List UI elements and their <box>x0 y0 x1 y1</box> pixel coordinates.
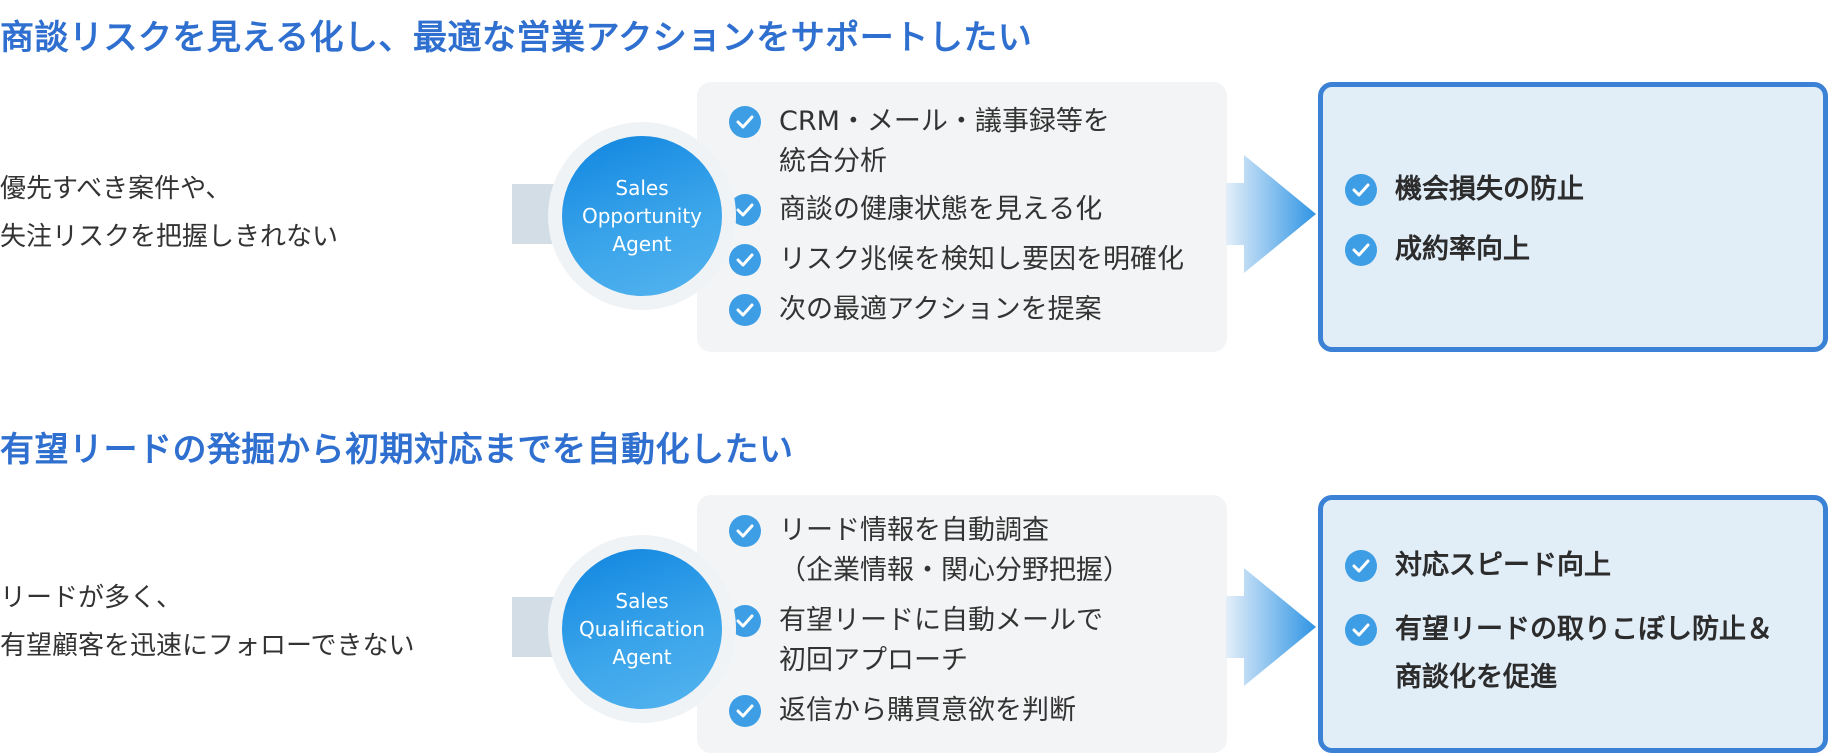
agent-label: Agent <box>612 232 672 256</box>
result-item: 成約率向上 <box>1345 230 1805 270</box>
problem-line: 有望顧客を迅速にフォローできない <box>0 631 415 661</box>
feature-box: リード情報を自動調査 （企業情報・関心分野把握） 有望リードに自動メールで 初回… <box>697 495 1227 753</box>
feature-item: 商談の健康状態を見える化 <box>729 190 1209 230</box>
check-circle-icon <box>729 294 761 326</box>
result-text: 機会損失の防止 <box>1395 174 1584 205</box>
check-circle-icon <box>1345 550 1377 582</box>
agent-circle: Sales Opportunity Agent <box>562 136 722 296</box>
check-circle-icon <box>1345 614 1377 646</box>
check-circle-icon <box>729 515 761 547</box>
result-box: 機会損失の防止 成約率向上 <box>1318 82 1828 352</box>
feature-text: 初回アプローチ <box>779 645 968 676</box>
agent-circle: Sales Qualification Agent <box>562 549 722 709</box>
arrow-right-icon <box>1226 155 1316 273</box>
feature-item: 返信から購買意欲を判断 <box>729 691 1209 731</box>
agent-badge: Sales Qualification Agent <box>548 535 736 723</box>
feature-text: CRM・メール・議事録等を <box>779 106 1110 137</box>
feature-text: 次の最適アクションを提案 <box>779 294 1102 325</box>
check-circle-icon <box>729 695 761 727</box>
feature-text: リスク兆候を検知し要因を明確化 <box>779 244 1184 275</box>
agent-badge: Sales Opportunity Agent <box>548 122 736 310</box>
result-text: 有望リードの取りこぼし防止＆ <box>1395 614 1773 645</box>
section-opportunity: 商談リスクを見える化し、最適な営業アクションをサポートしたい 優先すべき案件や、… <box>0 18 1828 352</box>
feature-text: 返信から購買意欲を判断 <box>779 695 1076 726</box>
agent-label: Sales <box>615 176 669 200</box>
result-item: 有望リードの取りこぼし防止＆ 商談化を促進 <box>1345 606 1805 702</box>
feature-text: 統合分析 <box>779 146 887 177</box>
feature-box: CRM・メール・議事録等を 統合分析 商談の健康状態を見える化 リスク兆候を検知… <box>697 82 1227 352</box>
arrow-right-icon <box>1226 568 1316 686</box>
problem-line: リードが多く、 <box>0 583 183 613</box>
check-circle-icon <box>1345 234 1377 266</box>
result-item: 機会損失の防止 <box>1345 170 1805 210</box>
result-item: 対応スピード向上 <box>1345 546 1805 586</box>
problem-statement: リードが多く、 有望顧客を迅速にフォローできない <box>0 574 414 670</box>
result-text: 対応スピード向上 <box>1395 550 1611 581</box>
problem-statement: 優先すべき案件や、 失注リスクを把握しきれない <box>0 165 338 261</box>
feature-item: リスク兆候を検知し要因を明確化 <box>729 240 1209 280</box>
section-qualification: 有望リードの発掘から初期対応までを自動化したい リードが多く、 有望顧客を迅速に… <box>0 412 1838 754</box>
section-heading: 有望リードの発掘から初期対応までを自動化したい <box>0 430 794 470</box>
result-text: 成約率向上 <box>1395 234 1530 265</box>
feature-text: 有望リードに自動メールで <box>779 605 1103 636</box>
feature-item: CRM・メール・議事録等を 統合分析 <box>729 102 1209 182</box>
problem-line: 優先すべき案件や、 <box>0 174 232 204</box>
feature-text: 商談の健康状態を見える化 <box>779 194 1103 225</box>
section-heading: 商談リスクを見える化し、最適な営業アクションをサポートしたい <box>0 18 1033 58</box>
problem-line: 失注リスクを把握しきれない <box>0 222 339 252</box>
check-circle-icon <box>729 106 761 138</box>
feature-item: 次の最適アクションを提案 <box>729 290 1209 330</box>
agent-label: Agent <box>612 645 672 669</box>
feature-item: 有望リードに自動メールで 初回アプローチ <box>729 601 1209 681</box>
feature-item: リード情報を自動調査 （企業情報・関心分野把握） <box>729 511 1209 591</box>
agent-label: Qualification <box>579 617 705 641</box>
feature-text: リード情報を自動調査 <box>779 515 1049 546</box>
agent-label: Opportunity <box>581 204 703 228</box>
feature-text: （企業情報・関心分野把握） <box>779 555 1130 586</box>
result-box: 対応スピード向上 有望リードの取りこぼし防止＆ 商談化を促進 <box>1318 495 1828 753</box>
check-circle-icon <box>1345 174 1377 206</box>
result-text: 商談化を促進 <box>1395 662 1557 693</box>
check-circle-icon <box>729 244 761 276</box>
check-circle-icon <box>729 605 761 637</box>
agent-label: Sales <box>615 589 669 613</box>
